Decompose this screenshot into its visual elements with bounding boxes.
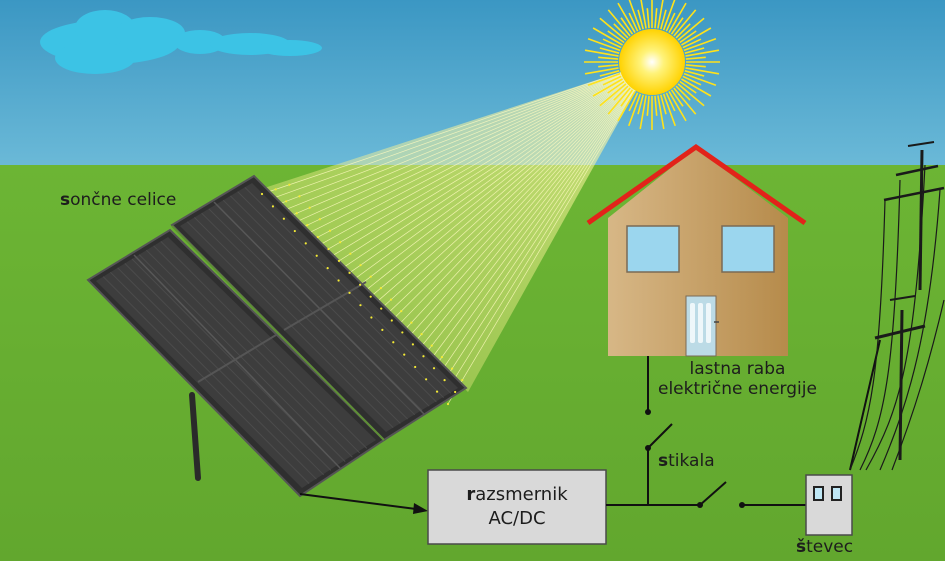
- meter-label-text: tevec: [806, 537, 854, 557]
- sunlight-rays: [261, 61, 653, 405]
- self-use-label-line2: električne energije: [658, 378, 817, 399]
- panel-to-inverter-wire: [299, 493, 428, 514]
- house-door: [685, 295, 719, 357]
- inverter-label-line1: razsmernik: [466, 483, 567, 507]
- inverter-label-line2: AC/DC: [488, 508, 546, 529]
- self-use-label: lastna raba električne energije: [658, 359, 817, 399]
- house-icon: [586, 143, 807, 357]
- switches-label-initial: s: [658, 451, 669, 471]
- power-pole-icon: [849, 141, 945, 471]
- house-window-left: [626, 225, 680, 273]
- solar-module-left-surface: [96, 237, 376, 488]
- panel-edge-highlight: [171, 225, 385, 441]
- inverter-label-initial: r: [466, 483, 476, 505]
- inverter-label: razsmernik AC/DC: [428, 470, 606, 544]
- solar-cells-label-initial: s: [60, 190, 71, 210]
- solar-panel-icon: [86, 174, 468, 498]
- self-use-label-line1: lastna raba: [689, 359, 786, 379]
- solar-cells-label: sončne celice: [60, 190, 177, 211]
- inverter-label-text: azsmernik: [475, 483, 568, 505]
- sunlight-dots: [260, 183, 464, 406]
- cloud-icon: [40, 10, 322, 74]
- meter-label: števec: [796, 537, 854, 558]
- switch-icon: [645, 409, 673, 451]
- panel-support-left: [189, 392, 201, 481]
- inverter-icon: [427, 469, 607, 545]
- house-roof: [586, 143, 807, 226]
- wiring: [606, 339, 881, 506]
- switches-label: stikala: [658, 451, 715, 472]
- meter-icon: [805, 474, 853, 536]
- switch-icon: [697, 481, 745, 508]
- meter-label-initial: š: [796, 537, 807, 557]
- solar-cells-label-text: ončne celice: [70, 190, 177, 210]
- sun-icon: [584, 0, 720, 130]
- house-window-right: [721, 225, 775, 273]
- switches-label-text: tikala: [668, 451, 715, 471]
